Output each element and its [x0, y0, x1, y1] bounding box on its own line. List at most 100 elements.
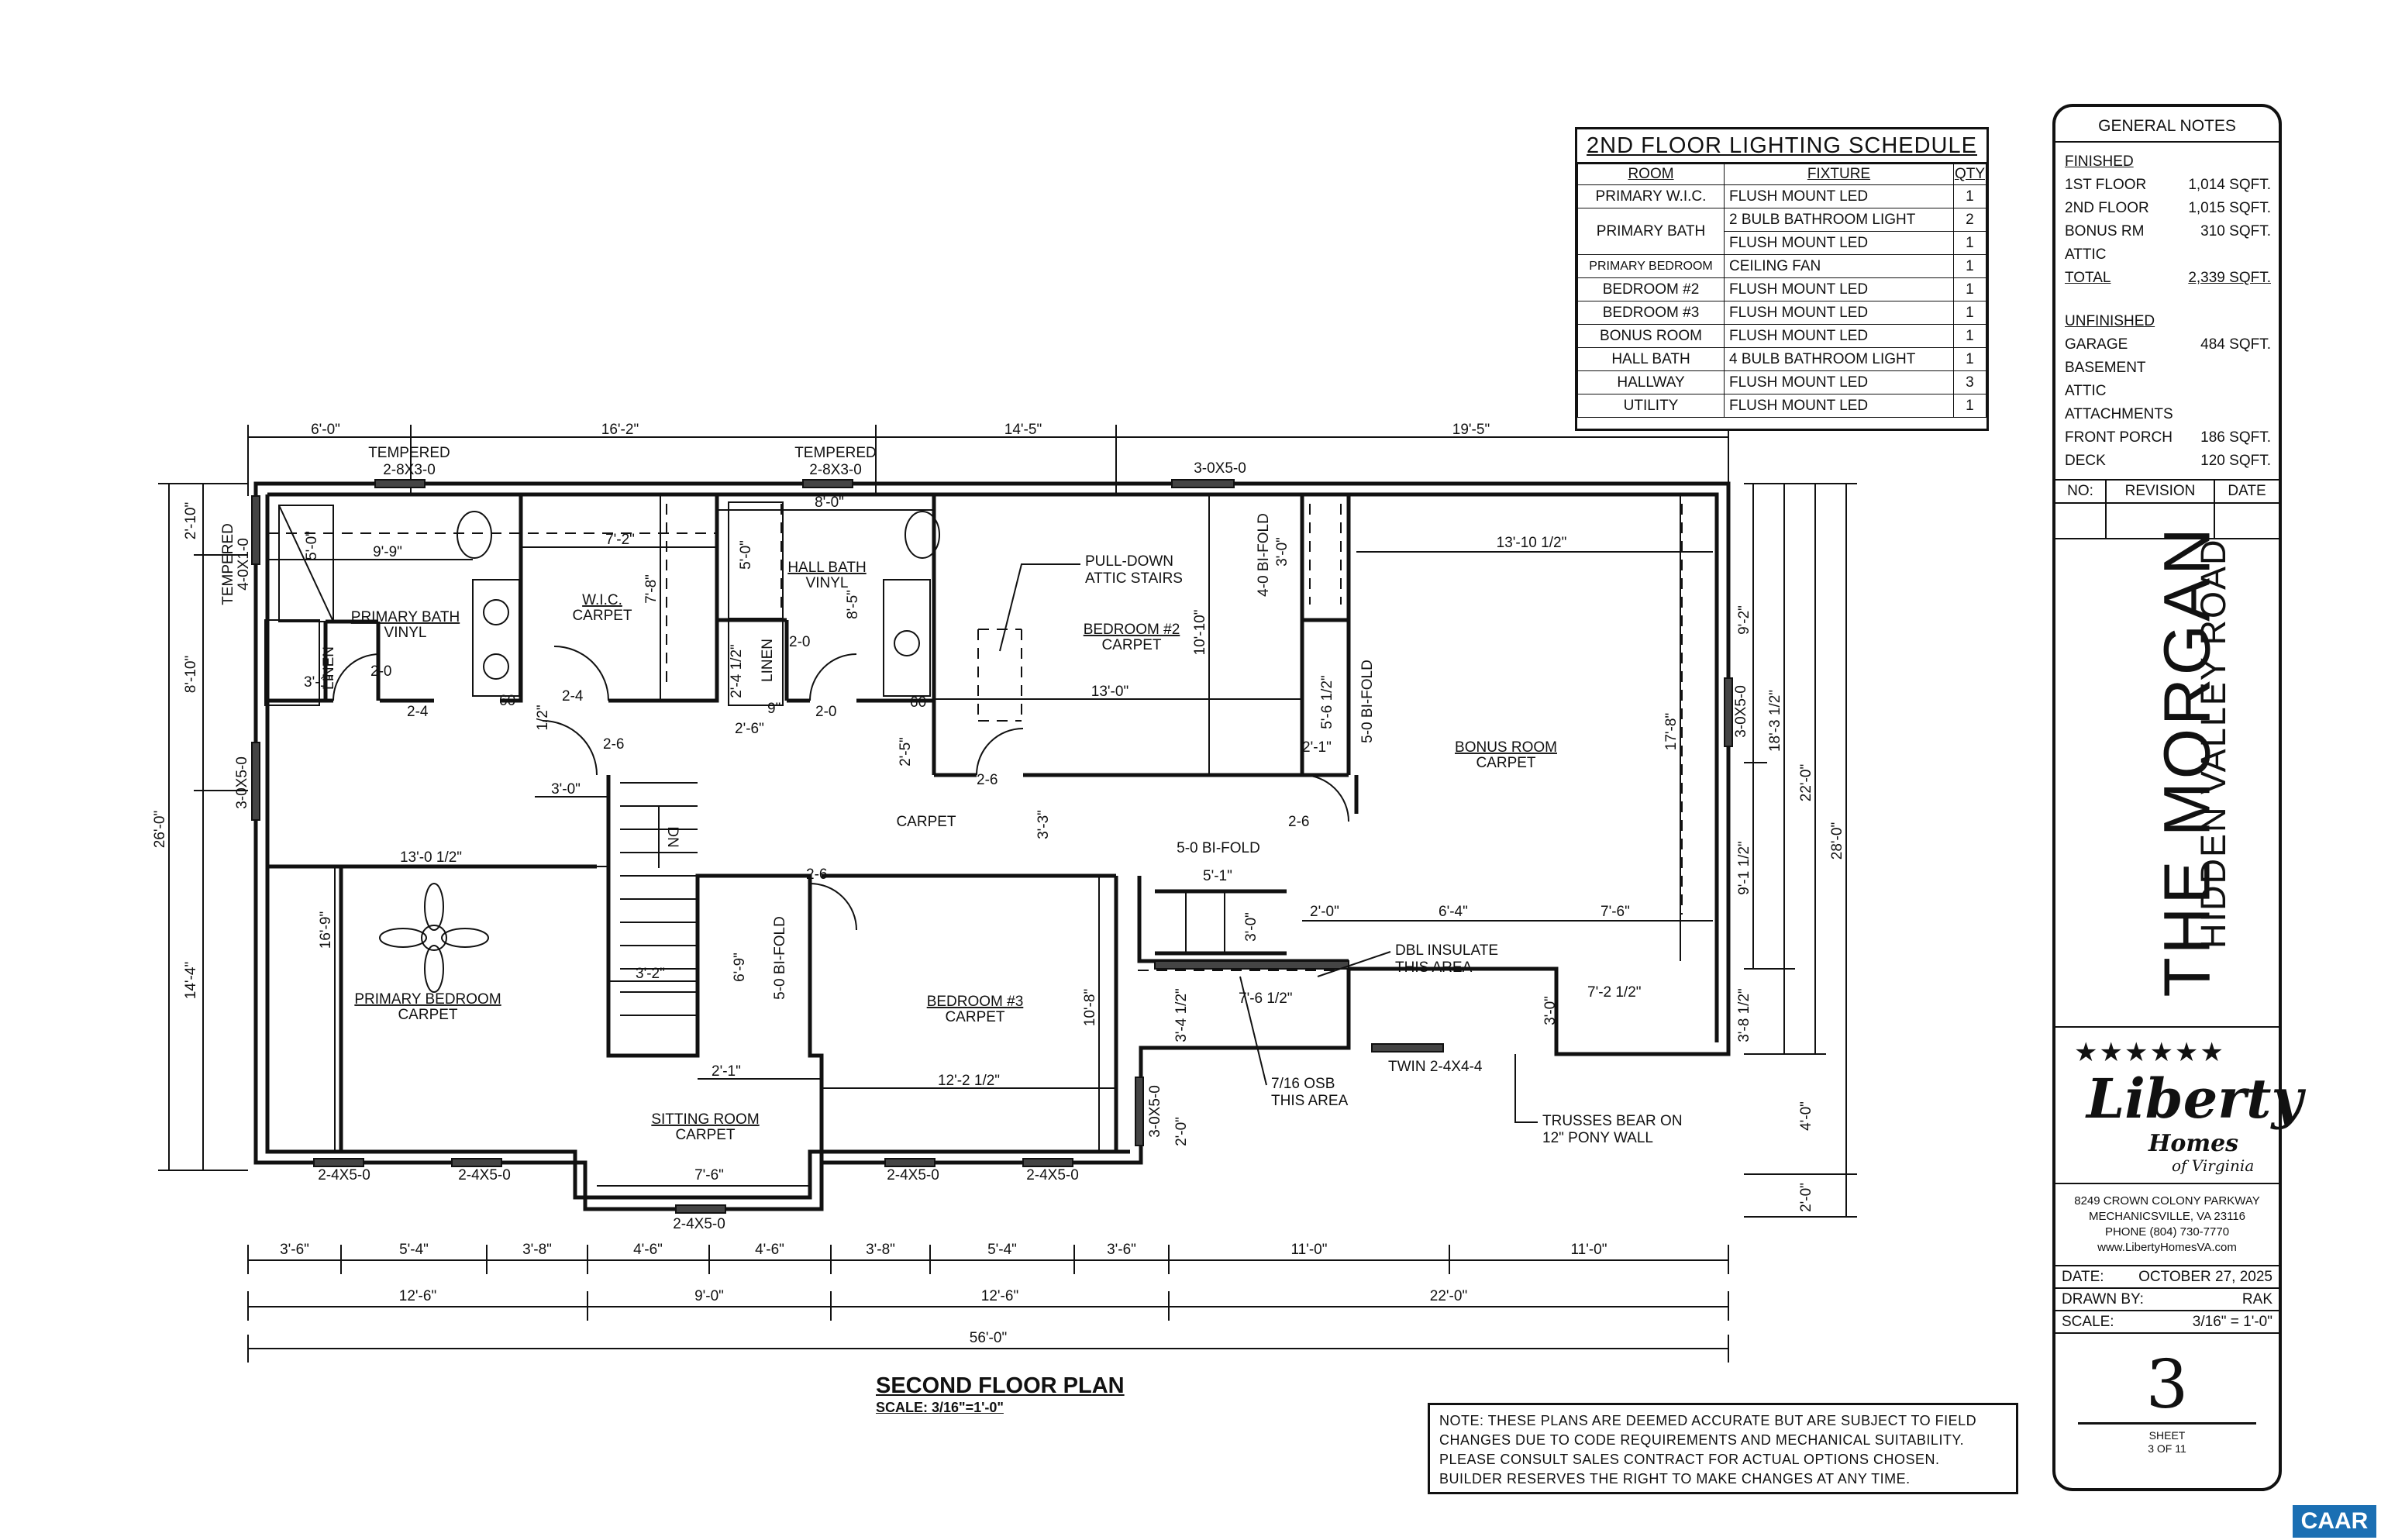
dim-6-9: 6'-9": [732, 953, 748, 982]
room-primary-bath-finish: VINYL: [384, 625, 427, 641]
dbl-insulate-1: DBL INSULATE: [1395, 942, 1498, 959]
room-hall-bath-finish: VINYL: [806, 575, 849, 591]
dim-8-5: 8'-5": [845, 590, 861, 619]
area-value: 310 SQFT.: [2200, 223, 2271, 239]
right-dim-5: 9'-1 1/2": [1736, 841, 1752, 895]
dim-2-6c: 2-6: [977, 772, 998, 788]
linen-closet-1: [264, 619, 320, 706]
dim-10-10: 10'-10": [1192, 610, 1208, 656]
dim-5-0: 5'-0": [304, 531, 320, 560]
table-cell-room: HALL BATH: [1577, 347, 1725, 371]
window-b1-label: 2-4X5-0: [318, 1167, 370, 1183]
room-bonus: BONUS ROOM: [1455, 739, 1557, 756]
floor-plan-drawing: 6'-0" 16'-2" 14'-5" 19'-5" 2'-10" 8'-10"…: [152, 422, 1857, 1363]
area-value: 186 SQFT.: [2200, 429, 2271, 446]
window-right-2-label: 3-0X5-0: [1147, 1085, 1163, 1138]
table-cell-room: UTILITY: [1577, 394, 1725, 418]
dim-2-6d: 2-6: [1288, 814, 1309, 830]
bottom-dim-7: 5'-4": [987, 1242, 1017, 1258]
bottom-dim-9: 11'-0": [1291, 1242, 1328, 1258]
window-b4: [884, 1158, 936, 1167]
unfinished-label: UNFINISHED: [2065, 313, 2155, 329]
door-swings: [333, 646, 1349, 931]
area-label: 1ST FLOOR: [2065, 177, 2147, 193]
table-cell-fixture: FLUSH MOUNT LED: [1724, 394, 1954, 418]
revision-header-revision: REVISION: [2107, 481, 2215, 502]
scale-row: SCALE:3/16" = 1'-0": [2055, 1311, 2279, 1334]
window-top-label: 3-0X5-0: [1194, 460, 1246, 477]
left-dim-3: 14'-4": [183, 962, 199, 999]
date-label: DATE:: [2062, 1269, 2104, 1285]
room-sitting-finish: CARPET: [675, 1127, 735, 1143]
dim-5-1: 5'-1": [1203, 868, 1232, 884]
table-row: HALLWAY FLUSH MOUNT LED 3: [1577, 370, 1987, 394]
dim-2-1b: 2'-1": [712, 1063, 741, 1080]
schedule-header-room: ROOM: [1577, 164, 1725, 185]
schedule-table: ROOM FIXTURE QTY PRIMARY W.I.C. FLUSH MO…: [1577, 164, 1987, 418]
area-row: FRONT PORCH 186 SQFT.: [2065, 426, 2271, 450]
drawing-meta: DATE:OCTOBER 27, 2025 DRAWN BY:RAK SCALE…: [2055, 1266, 2279, 1334]
window-top: [1171, 479, 1235, 488]
company-address: 8249 CROWN COLONY PARKWAY MECHANICSVILLE…: [2055, 1184, 2279, 1266]
table-row: PRIMARY BATH 2 BULB BATHROOM LIGHT 2: [1577, 208, 1987, 255]
dim-5-6: 5'-6 1/2": [1319, 675, 1335, 729]
table-cell-qty: 1: [1952, 231, 1987, 255]
dim-3-4: 3'-4 1/2": [1173, 988, 1190, 1042]
dim-2-5: 2'-5": [898, 737, 914, 767]
bifold-1-label: 4-0 BI-FOLD: [1256, 513, 1272, 597]
bottom-ticks-1: [247, 1245, 1729, 1274]
right-dim-1: 9'-2": [1736, 605, 1752, 635]
revision-header-no: NO:: [2055, 481, 2107, 502]
dbl-insulate-2: THIS AREA: [1395, 959, 1473, 976]
sheet-of: 3 OF 11: [2148, 1442, 2186, 1455]
date-value: OCTOBER 27, 2025: [2138, 1269, 2272, 1285]
sheet-label: SHEET: [2148, 1429, 2186, 1442]
ceiling-fan-icon: [379, 883, 489, 993]
dim-13-0: 13'-0": [1091, 684, 1128, 700]
window-twin: [1371, 1043, 1444, 1053]
table-row: BONUS ROOM FLUSH MOUNT LED 1: [1577, 324, 1987, 348]
bifold-2-label: 5-0 BI-FOLD: [1359, 660, 1376, 743]
area-value: 484 SQFT.: [2200, 336, 2271, 353]
table-cell-room: BONUS ROOM: [1577, 324, 1725, 348]
bottom-dim-10: 11'-0": [1571, 1242, 1607, 1258]
area-label: DECK: [2065, 453, 2106, 469]
bottom-dim-3: 3'-8": [522, 1242, 552, 1258]
area-label: 2ND FLOOR: [2065, 200, 2149, 216]
general-notes-heading: GENERAL NOTES: [2055, 107, 2279, 143]
window-b1: [313, 1158, 364, 1167]
area-value: 2,339 SQFT.: [2188, 270, 2271, 286]
dim-7-8: 7'-8": [643, 574, 660, 604]
table-row: HALL BATH 4 BULB BATHROOM LIGHT 1: [1577, 347, 1987, 371]
dim-2-6a: 2-6: [603, 736, 624, 753]
dim-2-0d: 2'-0": [1310, 904, 1339, 920]
linen-closet-2: [728, 619, 784, 706]
pulldown-label-2: ATTIC STAIRS: [1085, 570, 1183, 587]
dim-7-6-half: 7'-6 1/2": [1239, 990, 1293, 1007]
disclaimer-note: NOTE: THESE PLANS ARE DEEMED ACCURATE BU…: [1428, 1403, 2018, 1494]
dim-2-6e: 2-6: [806, 866, 827, 883]
logo-subtext-2: of Virginia: [2172, 1156, 2255, 1175]
sink-icon-3: [894, 630, 920, 656]
lighting-schedule: 2ND FLOOR LIGHTING SCHEDULE ROOM FIXTURE…: [1575, 127, 1989, 431]
tempered-3-size: 4-0X1-0: [236, 538, 252, 591]
toilet-icon: [457, 511, 492, 559]
dim-60b: 60: [910, 694, 926, 711]
room-primary-bedroom: PRIMARY BEDROOM: [354, 991, 501, 1008]
room-bedroom3: BEDROOM #3: [927, 994, 1024, 1010]
bottom-dim-row2-2: 9'-0": [694, 1288, 724, 1304]
tempered-3-label: TEMPERED: [220, 523, 236, 605]
area-label: FRONT PORCH: [2065, 429, 2173, 446]
table-cell-fixture: FLUSH MOUNT LED: [1724, 324, 1954, 348]
room-bedroom3-finish: CARPET: [945, 1009, 1004, 1025]
area-row: ATTACHMENTS: [2065, 403, 2271, 426]
room-sitting: SITTING ROOM: [651, 1111, 759, 1128]
table-cell-room: BEDROOM #2: [1577, 277, 1725, 301]
bottom-dim-1: 3'-6": [280, 1242, 309, 1258]
window-tempered-2: [802, 479, 853, 488]
dim-13-10: 13'-10 1/2": [1497, 535, 1567, 551]
table-cell-fixture: FLUSH MOUNT LED: [1724, 370, 1954, 394]
scale-value: 3/16" = 1'-0": [2192, 1314, 2272, 1330]
